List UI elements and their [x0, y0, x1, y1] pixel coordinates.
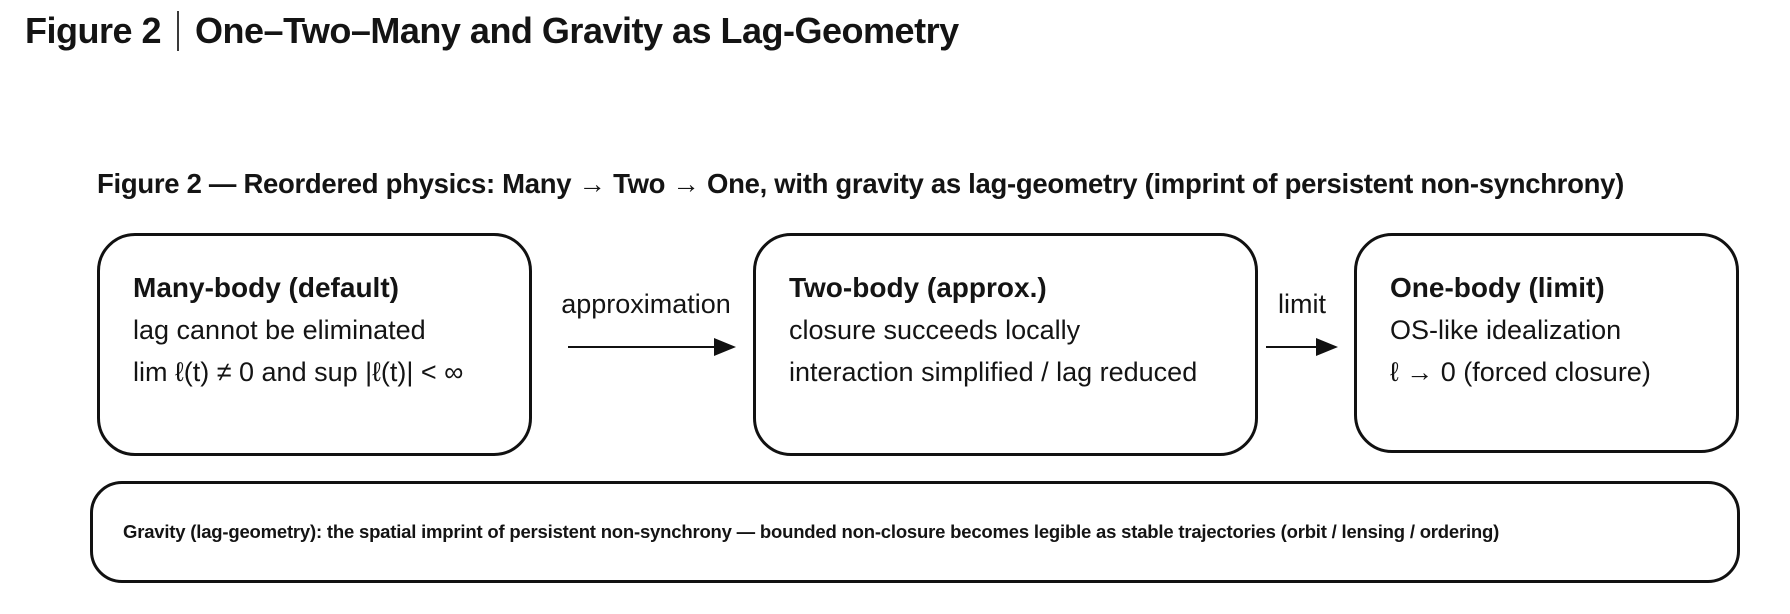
right-arrow-icon	[1266, 338, 1338, 356]
node-content: One-body (limit) OS-like idealization ℓ …	[1357, 236, 1736, 393]
arrow-head	[714, 338, 736, 356]
diagram-node-two-body: Two-body (approx.) closure succeeds loca…	[753, 233, 1258, 456]
diagram-node-many-body: Many-body (default) lag cannot be elimin…	[97, 233, 532, 456]
gravity-footer-text: Gravity (lag-geometry): the spatial impr…	[123, 521, 1500, 542]
page-title-prefix: Figure 2	[25, 10, 162, 51]
arrow-head	[1316, 338, 1338, 356]
page-title: Figure 2 One–Two–Many and Gravity as Lag…	[25, 10, 959, 52]
figure-caption: Figure 2 — Reordered physics: Many → Two…	[97, 168, 1624, 199]
arrow-shaft	[1266, 345, 1317, 349]
node-title: One-body (limit)	[1390, 272, 1605, 303]
node-line: interaction simplified / lag reduced	[789, 357, 1198, 387]
right-arrow-icon	[568, 338, 736, 356]
node-content: Two-body (approx.) closure succeeds loca…	[756, 236, 1255, 393]
diagram-node-one-body: One-body (limit) OS-like idealization ℓ …	[1354, 233, 1739, 453]
node-line: closure succeeds locally	[789, 315, 1081, 345]
node-title: Two-body (approx.)	[789, 272, 1047, 303]
gravity-footer-box: Gravity (lag-geometry): the spatial impr…	[90, 481, 1740, 583]
node-line: lim ℓ(t) ≠ 0 and sup |ℓ(t)| < ∞	[133, 357, 464, 387]
node-line: OS-like idealization	[1390, 315, 1622, 345]
node-content: Many-body (default) lag cannot be elimin…	[100, 236, 529, 393]
title-separator	[177, 11, 180, 51]
edge-label-approximation: approximation	[561, 289, 731, 319]
node-line: ℓ → 0 (forced closure)	[1390, 357, 1651, 387]
node-line: lag cannot be eliminated	[133, 315, 426, 345]
edge-label-limit: limit	[1278, 289, 1326, 319]
arrow-shaft	[568, 345, 715, 349]
node-title: Many-body (default)	[133, 272, 399, 303]
page-title-main: One–Two–Many and Gravity as Lag-Geometry	[195, 10, 959, 51]
